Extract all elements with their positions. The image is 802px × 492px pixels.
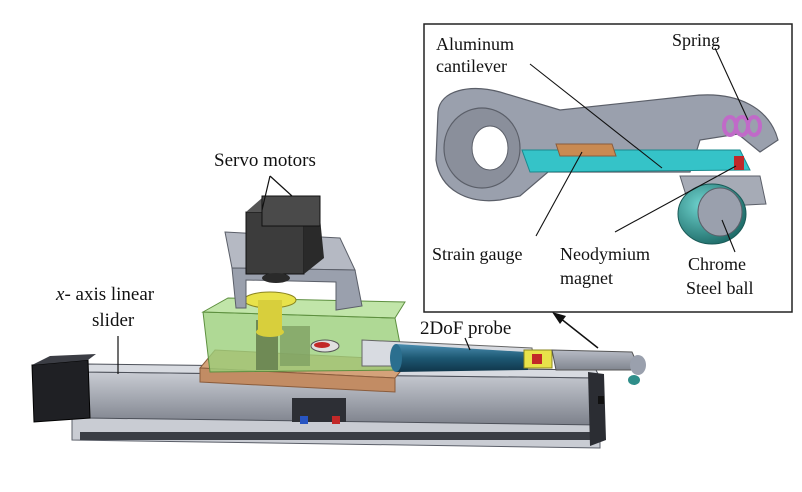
spring-label: Spring bbox=[672, 30, 721, 50]
x-axis-label: x- axis linear bbox=[56, 284, 154, 305]
linear-slider bbox=[31, 354, 606, 449]
servo-motors-assembly bbox=[224, 195, 363, 311]
callout-arrow bbox=[552, 312, 599, 349]
strain-gauge-label: Strain gauge bbox=[432, 244, 523, 264]
aluminum-label-line2: cantilever bbox=[436, 56, 507, 76]
leader-lines bbox=[117, 175, 471, 374]
spring-coils bbox=[722, 115, 762, 137]
probe bbox=[361, 339, 646, 385]
neodymium-label-line2: magnet bbox=[560, 268, 613, 288]
neodymium-label-line1: Neodymium bbox=[560, 244, 650, 264]
slider-label: slider bbox=[92, 310, 135, 331]
aluminum-label-line1: Aluminum bbox=[436, 34, 515, 54]
chrome-label-line2: Steel ball bbox=[686, 278, 754, 298]
x-axis-rest: - axis linear bbox=[64, 284, 155, 305]
inset-detail bbox=[423, 23, 793, 313]
servo-motors-label: Servo motors bbox=[214, 150, 316, 171]
chrome-label-line1: Chrome bbox=[688, 254, 746, 274]
probe-label: 2DoF probe bbox=[420, 318, 512, 339]
x-axis-italic: x bbox=[56, 284, 65, 305]
